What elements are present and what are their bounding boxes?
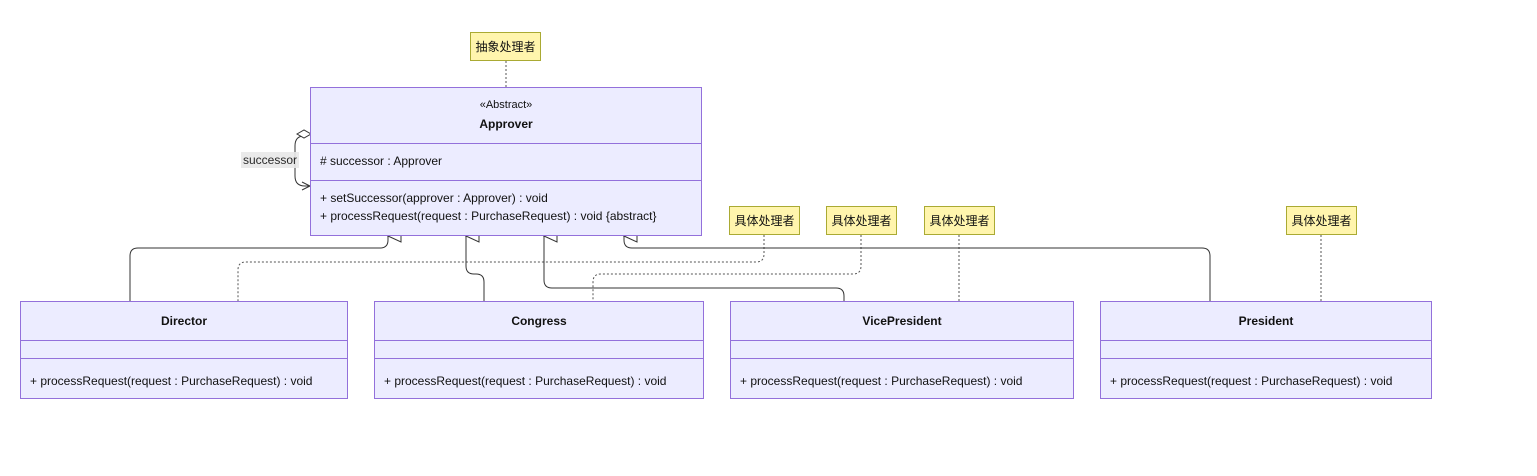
class-approver[interactable]: «Abstract» Approver # successor : Approv… <box>310 87 702 236</box>
operations-compartment: + processRequest(request : PurchaseReque… <box>731 358 1073 398</box>
inheritance-director <box>129 236 388 301</box>
note-link-concrete-handler-2 <box>592 235 862 301</box>
operations-compartment: + setSuccessor(approver : Approver) : vo… <box>311 180 701 235</box>
attributes-compartment <box>21 340 347 358</box>
class-header: Congress <box>375 302 703 340</box>
operation-process-request: + processRequest(request : PurchaseReque… <box>384 374 667 388</box>
attributes-compartment: # successor : Approver <box>311 143 701 180</box>
class-header: Director <box>21 302 347 340</box>
operation-process-request: + processRequest(request : PurchaseReque… <box>1110 374 1393 388</box>
note-concrete-handler-2: 具体处理者 <box>826 206 897 235</box>
inheritance-president <box>624 236 1211 301</box>
note-link-concrete-handler-1 <box>237 235 765 301</box>
attribute-successor: # successor : Approver <box>320 154 443 168</box>
edge-label-successor: successor <box>241 152 300 168</box>
class-president[interactable]: President + processRequest(request : Pur… <box>1100 301 1432 399</box>
operation-process-request: + processRequest(request : PurchaseReque… <box>740 374 1023 388</box>
operation-process-request: + processRequest(request : PurchaseReque… <box>320 209 657 223</box>
class-vicepresident[interactable]: VicePresident + processRequest(request :… <box>730 301 1074 399</box>
class-header: President <box>1101 302 1431 340</box>
operation-set-successor: + setSuccessor(approver : Approver) : vo… <box>320 191 548 205</box>
operation-process-request: + processRequest(request : PurchaseReque… <box>30 374 313 388</box>
operations-compartment: + processRequest(request : PurchaseReque… <box>1101 358 1431 398</box>
attributes-compartment <box>1101 340 1431 358</box>
note-concrete-handler-1: 具体处理者 <box>729 206 800 235</box>
operations-compartment: + processRequest(request : PurchaseReque… <box>375 358 703 398</box>
class-name: President <box>1238 314 1294 328</box>
class-name: Approver <box>479 117 533 131</box>
note-concrete-handler-4: 具体处理者 <box>1286 206 1357 235</box>
class-name: Congress <box>511 314 567 328</box>
inheritance-edges <box>129 236 1211 301</box>
attributes-compartment <box>375 340 703 358</box>
class-name: VicePresident <box>862 314 942 328</box>
class-congress[interactable]: Congress + processRequest(request : Purc… <box>374 301 704 399</box>
inheritance-vicepresident <box>544 236 845 301</box>
note-concrete-handler-3: 具体处理者 <box>924 206 995 235</box>
operations-compartment: + processRequest(request : PurchaseReque… <box>21 358 347 398</box>
class-header: VicePresident <box>731 302 1073 340</box>
attributes-compartment <box>731 340 1073 358</box>
class-director[interactable]: Director + processRequest(request : Purc… <box>20 301 348 399</box>
stereotype-label: «Abstract» <box>479 99 533 111</box>
note-abstract-handler: 抽象处理者 <box>470 32 541 61</box>
note-connectors <box>237 61 1322 301</box>
inheritance-congress <box>466 236 485 301</box>
class-header: «Abstract» Approver <box>311 88 701 143</box>
class-name: Director <box>160 314 207 328</box>
